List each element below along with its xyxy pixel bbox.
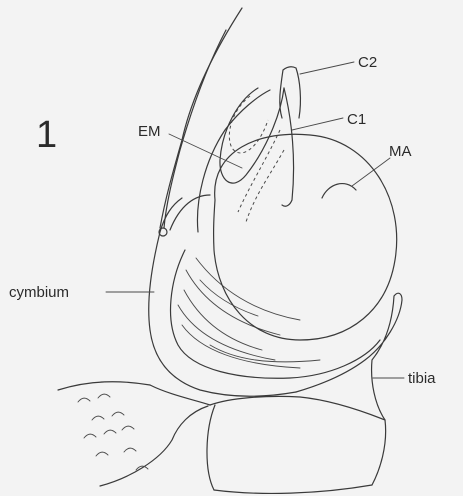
cymbium-inner-edge — [170, 195, 210, 230]
segment-bottom — [214, 485, 372, 493]
conductor-c1-tip — [282, 88, 294, 206]
setae-mark — [122, 426, 134, 430]
setae-mark — [98, 394, 110, 398]
tibia-joint — [210, 396, 385, 420]
embolus-long-outline — [160, 8, 242, 228]
label-ma: MA — [389, 143, 412, 160]
embolus-dashed-3 — [238, 130, 280, 212]
tibia-lower — [207, 405, 386, 490]
label-cymbium: cymbium — [9, 284, 69, 301]
setae-mark — [92, 416, 104, 420]
leader-c1 — [292, 118, 343, 130]
setae-mark — [104, 430, 116, 434]
leader-ma — [352, 158, 390, 186]
label-c2: C2 — [358, 54, 377, 71]
setae-mark — [84, 434, 96, 438]
setae-mark — [96, 452, 108, 456]
tibia-outline — [296, 293, 402, 420]
embolus-dashed-2 — [246, 150, 284, 222]
setae-mark — [124, 448, 136, 452]
label-em: EM — [138, 123, 161, 140]
embolus-outline — [197, 90, 270, 232]
leader-c2 — [300, 62, 354, 74]
label-c1: C1 — [347, 111, 366, 128]
ma-hook — [322, 184, 356, 198]
label-tibia: tibia — [408, 370, 436, 387]
figure-number: 1 — [36, 114, 57, 156]
striation — [200, 280, 258, 316]
striation — [196, 258, 300, 320]
setae-mark — [78, 398, 90, 402]
striation — [210, 345, 320, 362]
patella-upper — [150, 385, 210, 405]
setae-mark — [112, 412, 124, 416]
